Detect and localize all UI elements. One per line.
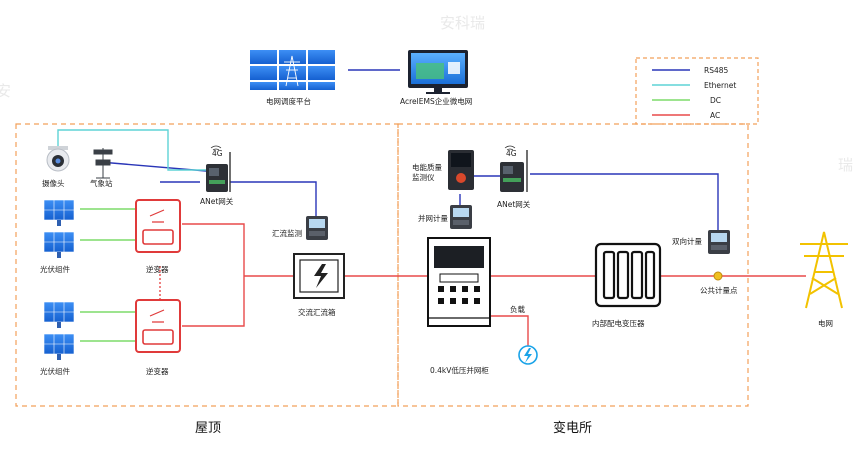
weather-station-icon (93, 148, 113, 179)
solar-panel-icon (43, 301, 75, 328)
pq-monitor-label-line2: 监测仪 (412, 172, 435, 182)
legend-label-rs485: RS485 (704, 66, 729, 75)
pcc-node (713, 271, 723, 281)
region-substation-label: 变电所 (553, 420, 592, 436)
rooftop-frame (15, 123, 399, 407)
ac-lines (159, 223, 806, 346)
grid-tower-icon (800, 231, 848, 309)
signal-4g-label: 4G (506, 149, 517, 158)
substation-frame (397, 123, 749, 407)
grid-meter-label: 并网计量 (418, 213, 448, 223)
pv-panels-bottom (43, 301, 75, 360)
legend: RS485 Ethernet DC AC (635, 57, 759, 125)
lv-cabinet-label: 0.4kV低压并网柜 (430, 365, 489, 375)
grid-dispatch-video-wall (250, 50, 335, 90)
anet-gateway-left-label: ANet网关 (200, 196, 234, 206)
lightning-icon (314, 264, 328, 288)
grid-meter-icon (450, 205, 472, 229)
weather-station-label: 气象站 (90, 178, 113, 188)
legend-label-ac: AC (710, 111, 720, 120)
anet-gateway-right-label: ANet网关 (497, 199, 531, 209)
wifi-icon (210, 145, 222, 151)
inverter-bottom-label: 逆变器 (146, 366, 169, 376)
tower-icon (284, 55, 300, 87)
anet-gateway-left: 4G (206, 145, 231, 192)
solar-panel-icon (43, 231, 75, 258)
dc-lines (80, 208, 136, 342)
solar-panel-icon (43, 199, 75, 226)
ems-label: AcrelEMS企业微电网 (400, 96, 472, 106)
camera-label: 摄像头 (42, 178, 65, 188)
combiner-monitor-label: 汇流监测 (272, 228, 302, 238)
legend-label-dc: DC (710, 96, 721, 105)
inverter-top-icon (135, 199, 181, 253)
ethernet-lines (57, 129, 206, 171)
transformer-icon (594, 242, 662, 308)
camera-icon (46, 146, 70, 172)
pv-bottom-label: 光伏组件 (40, 366, 70, 376)
ac-combiner-label: 交流汇流箱 (298, 307, 336, 317)
pv-panels-top (43, 199, 75, 258)
inverter-bottom-icon (135, 299, 181, 353)
grid-label: 电网 (818, 318, 833, 328)
wifi-icon (504, 145, 516, 151)
region-rooftop-label: 屋顶 (195, 421, 221, 436)
watermark-text: 瑞 (838, 156, 853, 174)
ac-combiner-box-icon (293, 253, 345, 299)
solar-panel-icon (43, 333, 75, 360)
bidirectional-meter-icon (708, 230, 730, 254)
legend-frame (635, 57, 759, 125)
pv-top-label: 光伏组件 (40, 264, 70, 274)
pq-monitor-label-line1: 电能质量 (412, 162, 442, 172)
load-lightning-icon (518, 345, 538, 365)
bidir-meter-label: 双向计量 (672, 236, 702, 246)
anet-gateway-right: 4G (500, 145, 528, 192)
ems-monitor-icon (408, 50, 468, 94)
pcc-label: 公共计量点 (700, 285, 738, 295)
combiner-monitor-meter-icon (306, 216, 328, 240)
signal-4g-label: 4G (212, 149, 223, 158)
grid-dispatch-label: 电网调度平台 (266, 96, 311, 106)
load-label: 负载 (510, 304, 525, 314)
watermark-text: 安科瑞 (440, 14, 485, 32)
transformer-label: 内部配电变压器 (592, 318, 645, 328)
watermark-text: 安 (0, 82, 11, 100)
rs485-lines (99, 69, 719, 230)
power-quality-monitor-icon (448, 150, 474, 190)
legend-label-ethernet: Ethernet (704, 81, 736, 90)
lv-grid-cabinet-icon (427, 237, 491, 327)
inverter-top-label: 逆变器 (146, 264, 169, 274)
